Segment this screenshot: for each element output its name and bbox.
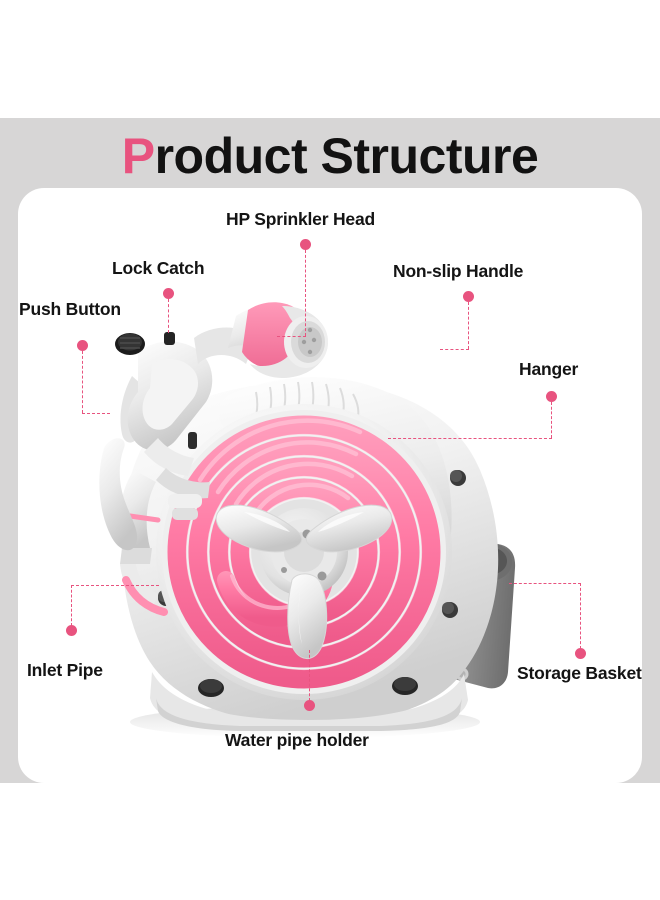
- callout-line-non-slip-handle-vertical: [468, 302, 469, 349]
- callout-line-storage-basket-vertical: [580, 583, 581, 649]
- callout-label-lock-catch: Lock Catch: [112, 258, 205, 278]
- spray-gun-part: [99, 302, 328, 551]
- callout-dot-hp-sprinkler-head: [300, 239, 311, 250]
- callout-line-hp-sprinkler-head-horizontal: [277, 336, 306, 337]
- callout-line-hanger-vertical: [551, 402, 552, 438]
- callout-label-water-pipe-holder: Water pipe holder: [225, 730, 369, 750]
- callout-line-push-button-vertical: [82, 351, 83, 413]
- hp-sprinkler-head-part: [228, 302, 328, 378]
- callout-line-hanger-horizontal: [388, 438, 552, 439]
- callout-dot-storage-basket: [575, 648, 586, 659]
- callout-dot-lock-catch: [163, 288, 174, 299]
- callout-label-storage-basket: Storage Basket: [517, 663, 642, 683]
- callout-label-non-slip-handle: Non-slip Handle: [393, 261, 524, 281]
- callout-line-push-button-horizontal: [82, 413, 110, 414]
- product-illustration: [60, 280, 590, 750]
- hose-drum: [156, 404, 452, 700]
- callout-line-water-pipe-holder-vertical: [309, 650, 310, 701]
- callout-line-non-slip-handle-horizontal: [440, 349, 469, 350]
- water-pipe-holder-part: [215, 504, 393, 659]
- page-title-accent-letter: P: [121, 128, 155, 184]
- callout-line-hp-sprinkler-head-vertical: [305, 250, 306, 336]
- callout-line-lock-catch-vertical: [168, 299, 169, 333]
- callout-line-inlet-pipe-horizontal: [71, 585, 159, 586]
- callout-dot-water-pipe-holder: [304, 700, 315, 711]
- callout-line-storage-basket-horizontal: [509, 583, 581, 584]
- callout-label-hanger: Hanger: [519, 359, 579, 379]
- callout-label-hp-sprinkler-head: HP Sprinkler Head: [226, 209, 375, 229]
- page-title: Product Structure: [0, 126, 660, 186]
- page-title-rest: roduct Structure: [154, 128, 539, 184]
- callout-dot-inlet-pipe: [66, 625, 77, 636]
- callout-dot-hanger: [546, 391, 557, 402]
- callout-dot-non-slip-handle: [463, 291, 474, 302]
- callout-dot-push-button: [77, 340, 88, 351]
- callout-label-inlet-pipe: Inlet Pipe: [27, 660, 103, 680]
- callout-line-inlet-pipe-vertical: [71, 585, 72, 626]
- callout-label-push-button: Push Button: [19, 299, 121, 319]
